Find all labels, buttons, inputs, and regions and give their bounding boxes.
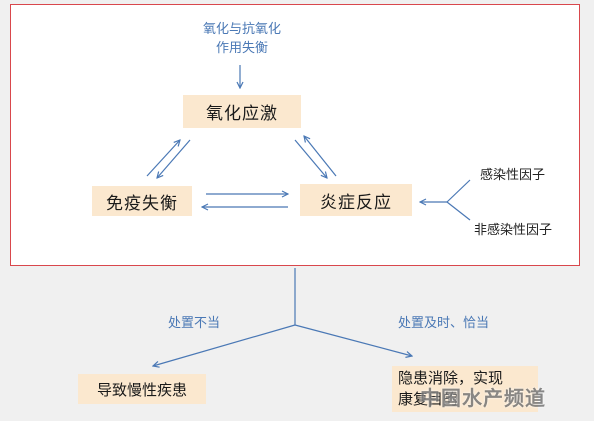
factor-infectious: 感染性因子 <box>480 168 546 183</box>
cycle-frame <box>10 4 580 266</box>
imbalance-note-line1: 氧化与抗氧化 <box>202 22 281 37</box>
branch-proper-label: 处置及时、恰当 <box>398 316 490 331</box>
outcome-recovery-line1: 隐患消除，实现 <box>398 369 504 387</box>
imbalance-note-line2: 作用失衡 <box>215 41 268 56</box>
outcome-chronic-disease: 导致慢性疾患 <box>78 374 206 404</box>
arrow-immune-to-stress <box>146 140 180 177</box>
node-inflammation: 炎症反应 <box>300 184 412 216</box>
watermark-logo-text: 中国水产频道 <box>420 386 546 410</box>
node-oxidative-stress: 氧化应激 <box>183 95 301 128</box>
arrow-inflammation-to-stress <box>304 136 337 177</box>
branch-improper-label: 处置不当 <box>168 316 221 331</box>
arrow-stress-to-immune <box>157 139 191 178</box>
outcome-recovery: 隐患消除，实现 康复目的 <box>392 366 538 412</box>
factor-line-non-infectious <box>446 201 471 221</box>
arrow-to-recovery <box>294 324 412 356</box>
node-immune-imbalance: 免疫失衡 <box>92 186 192 216</box>
outcome-recovery-line2: 康复目的 <box>398 390 459 408</box>
arrow-stress-to-inflammation <box>294 139 327 178</box>
imbalance-note: 氧化与抗氧化 作用失衡 <box>182 20 302 58</box>
factor-non-infectious: 非感染性因子 <box>474 223 553 238</box>
factor-line-infectious <box>446 179 471 203</box>
arrow-to-chronic <box>153 324 296 366</box>
